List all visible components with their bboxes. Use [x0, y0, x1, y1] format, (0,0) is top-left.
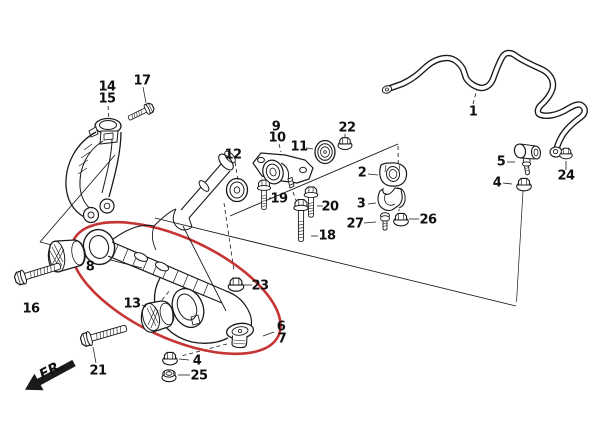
bracket-3	[377, 187, 406, 212]
callout-9: 9	[271, 119, 281, 135]
bracket-2	[379, 162, 408, 187]
bushing-12	[225, 177, 249, 203]
callout-15: 15	[98, 91, 116, 107]
stabilizer-bar	[381, 49, 588, 158]
callout-22: 22	[338, 120, 356, 136]
callout-6: 6	[276, 319, 286, 335]
callout-16: 16	[22, 301, 40, 317]
label-leaders	[92, 86, 567, 376]
callout-18: 18	[318, 228, 336, 244]
callout-1: 1	[468, 104, 478, 120]
callout-24: 24	[557, 168, 575, 184]
callout-14: 14	[98, 79, 116, 95]
damper-fork	[65, 101, 156, 224]
callout-10: 10	[268, 130, 286, 146]
callout-19: 19	[270, 191, 288, 207]
callout-26: 26	[419, 212, 437, 228]
screw-27	[380, 212, 390, 231]
callout-4: 4	[192, 353, 202, 369]
callout-8: 8	[85, 259, 95, 275]
callout-17: 17	[133, 73, 151, 89]
callout-4: 4	[492, 175, 502, 191]
fr-arrow	[25, 359, 76, 391]
callout-20: 20	[321, 199, 339, 215]
callout-7: 7	[277, 331, 287, 347]
callout-12: 12	[224, 147, 242, 163]
bushing-8	[47, 239, 86, 273]
callout-2: 2	[357, 165, 367, 181]
callout-23: 23	[251, 278, 269, 294]
callout-25: 25	[190, 368, 208, 384]
stabilizer-link	[513, 143, 573, 192]
bushing-13	[140, 289, 175, 333]
callout-11: 11	[290, 139, 308, 155]
callout-3: 3	[356, 196, 366, 212]
damper-mount-bracket	[252, 152, 314, 204]
bushing-11	[314, 139, 336, 165]
callout-21: 21	[89, 363, 107, 379]
callout-5: 5	[496, 154, 506, 170]
callout-27: 27	[346, 216, 364, 232]
callout-13: 13	[123, 296, 141, 312]
